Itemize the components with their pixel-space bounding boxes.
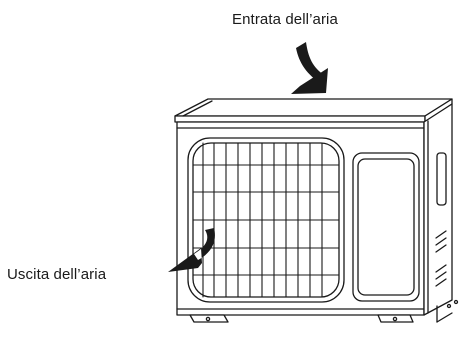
air-inlet-arrow [291, 42, 328, 94]
service-panel [352, 152, 420, 302]
air-outlet-label: Uscita dell’aria [7, 266, 107, 283]
unit-top-lid [174, 98, 453, 123]
unit-feet [189, 305, 453, 323]
air-inlet-label: Entrata dell’aria [232, 11, 338, 28]
air-outlet-arrow [168, 228, 215, 272]
unit-front-panel [176, 121, 425, 316]
unit-side-panel [423, 103, 459, 316]
fan-grille [187, 137, 345, 303]
